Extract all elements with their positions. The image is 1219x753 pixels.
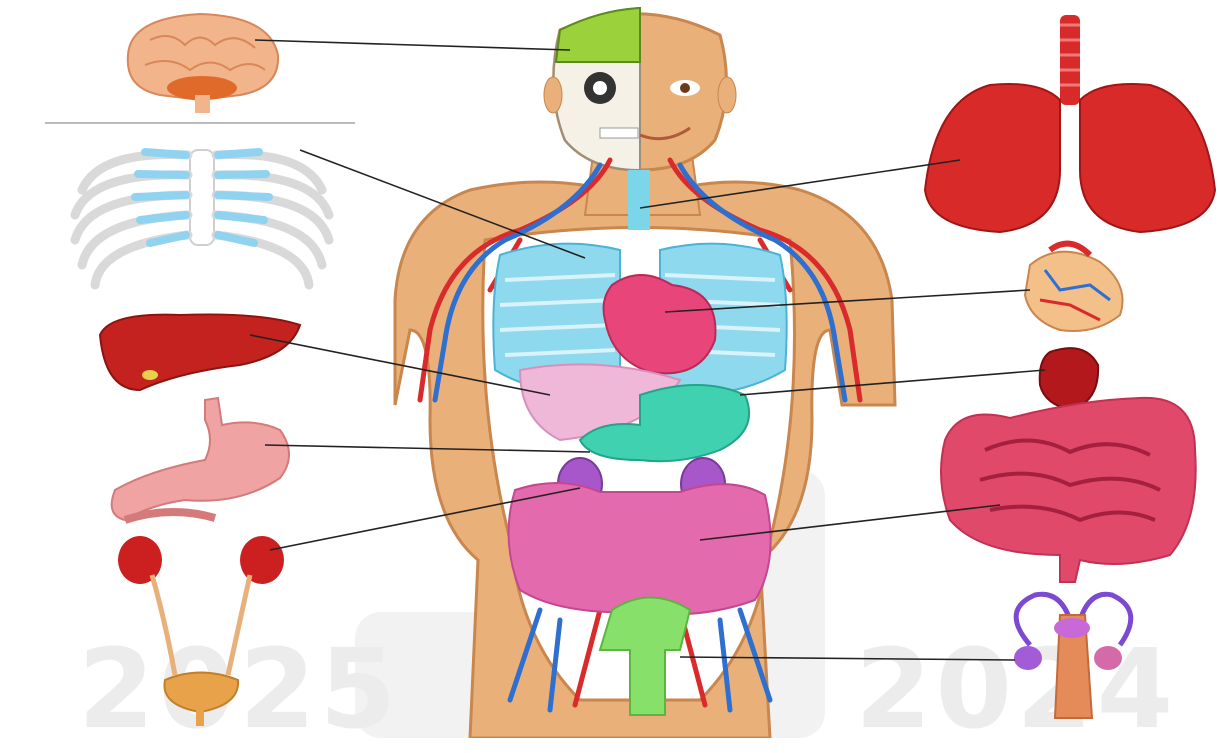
spleen-icon — [1040, 348, 1098, 410]
internal-intestines — [509, 483, 771, 614]
brain-icon — [128, 14, 278, 113]
leader-line-brain — [255, 40, 570, 50]
intestines-icon — [941, 398, 1196, 582]
trachea-shape — [628, 170, 650, 230]
heart-icon — [1025, 244, 1123, 331]
lungs-icon — [925, 15, 1215, 232]
ribcage-icon — [45, 123, 355, 285]
stomach-icon — [112, 398, 289, 520]
liver-icon — [100, 314, 300, 390]
kidneys-bladder-icon — [118, 536, 284, 726]
head-figure — [544, 8, 736, 170]
reproductive-icon — [1014, 594, 1131, 718]
